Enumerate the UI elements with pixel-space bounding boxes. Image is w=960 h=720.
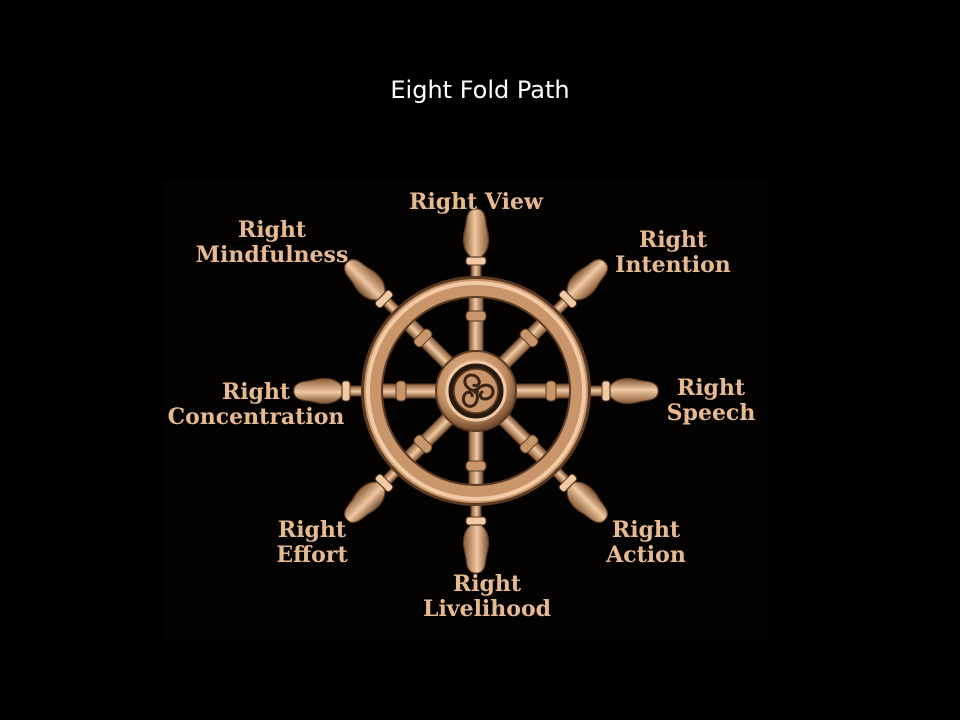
handle-knob-icon xyxy=(293,377,343,405)
triple-spiral-icon xyxy=(461,373,495,408)
label-right-action: Right Action xyxy=(606,517,686,568)
label-right-view: Right View xyxy=(409,189,543,215)
handle-knob-icon xyxy=(343,258,386,301)
handle-knob-icon xyxy=(566,481,609,524)
handle-knob-icon xyxy=(343,481,386,524)
wheel-rim xyxy=(361,276,591,506)
handle-knob-icon xyxy=(462,208,490,258)
label-right-effort: Right Effort xyxy=(276,517,348,568)
label-right-speech: Right Speech xyxy=(666,375,756,426)
label-right-concentration: Right Concentration xyxy=(167,379,345,430)
wheel-hub xyxy=(435,350,517,432)
handle-knob-icon xyxy=(566,258,609,301)
spoke-speech xyxy=(503,377,659,405)
spoke-concentration xyxy=(293,377,449,405)
label-right-intention: Right Intention xyxy=(615,227,731,278)
handle-knob-icon xyxy=(462,524,490,574)
label-right-livelihood: Right Livelihood xyxy=(422,571,552,622)
slide-title: Eight Fold Path xyxy=(390,76,570,104)
label-right-mindfulness: Right Mindfulness xyxy=(195,217,349,268)
outer-rim-ring xyxy=(364,279,588,503)
spoke-livelihood xyxy=(462,418,490,574)
handle-knob-icon xyxy=(609,377,659,405)
